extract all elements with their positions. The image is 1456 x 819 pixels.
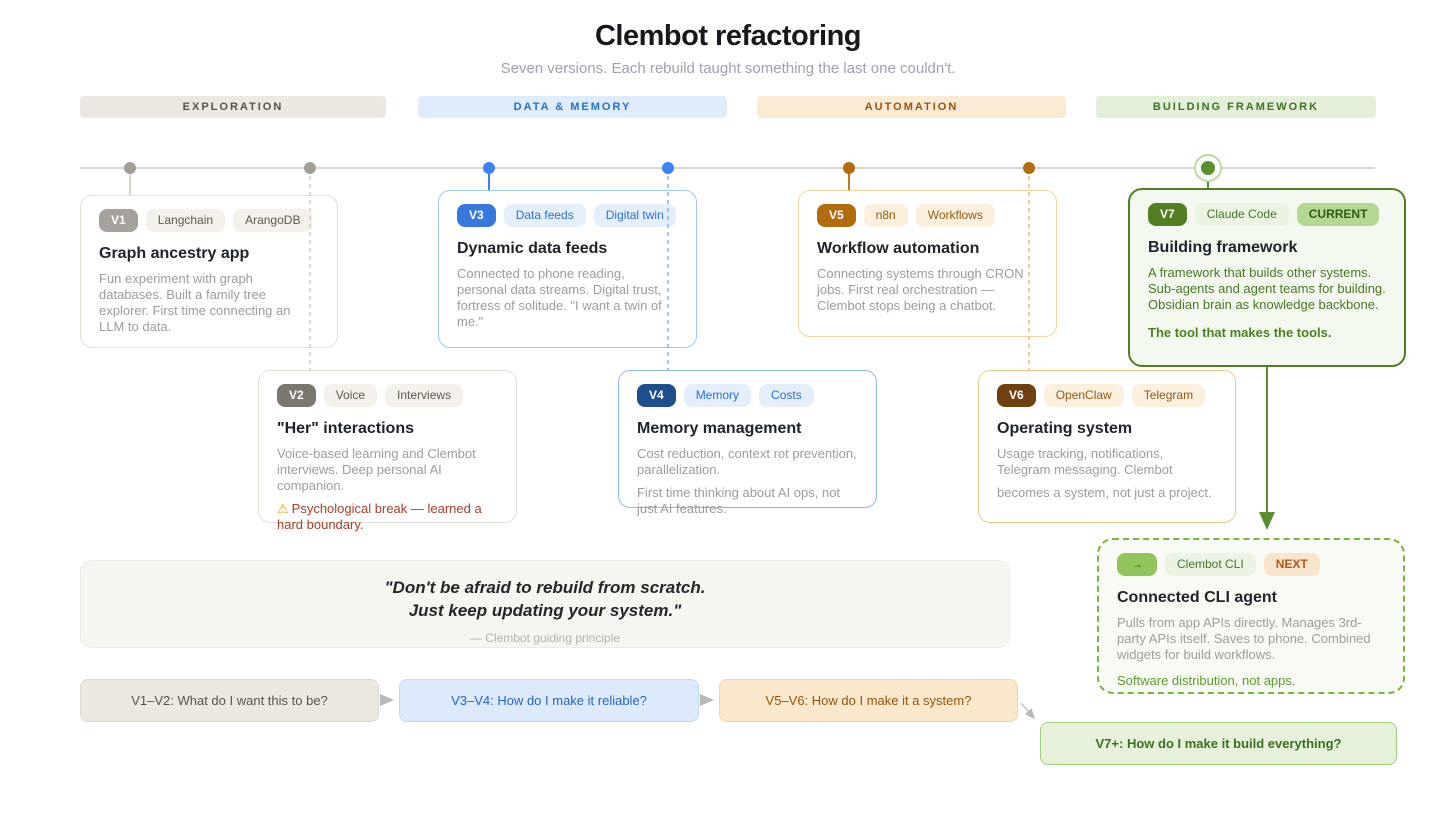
timeline-dot-v7: [1201, 161, 1215, 175]
status-badge-next: NEXT: [1263, 553, 1320, 576]
phase-exploration: EXPLORATION: [80, 96, 386, 118]
card-cli-tag-row: → Clembot CLI NEXT: [1117, 553, 1385, 576]
tag-memory: Memory: [683, 384, 752, 407]
timeline-dot-v3: [483, 162, 495, 174]
version-badge-v2: V2: [277, 384, 316, 407]
warning-icon: ⚠: [277, 501, 289, 516]
tag-workflows: Workflows: [915, 204, 995, 227]
question-box-v7-plus: V7+: How do I make it build everything?: [1040, 722, 1397, 765]
card-v5-tag-row: V5 n8n Workflows: [817, 204, 1038, 227]
card-v4-title: Memory management: [637, 420, 802, 437]
card-v6-body: Usage tracking, notifications, Telegram …: [997, 446, 1173, 477]
card-v4-body: Cost reduction, context rot prevention, …: [637, 446, 857, 477]
question-box-v5-v6: V5–V6: How do I make it a system?: [719, 679, 1018, 722]
card-v6-title: Operating system: [997, 420, 1133, 437]
version-badge-v3: V3: [457, 204, 496, 227]
card-v6-body2: becomes a system, not just a project.: [997, 485, 1212, 500]
card-v3-title: Dynamic data feeds: [457, 240, 608, 257]
question-box-v3-v4: V3–V4: How do I make it reliable?: [399, 679, 699, 722]
card-v3-body: Connected to phone reading, personal dat…: [457, 266, 662, 329]
card-cli-body: Pulls from app APIs directly. Manages 3r…: [1117, 615, 1371, 662]
card-v7-body: A framework that builds other systems. S…: [1148, 265, 1386, 312]
version-badge-v1: V1: [99, 209, 138, 232]
card-v2-warning: ⚠Psychological break — learned a hard bo…: [277, 501, 498, 533]
tag-openclaw: OpenClaw: [1043, 384, 1124, 407]
page-title: Clembot refactoring: [594, 20, 862, 52]
card-v2-title: "Her" interactions: [277, 420, 414, 437]
phase-building-framework: BUILDING FRAMEWORK: [1096, 96, 1376, 118]
phase-data-memory: DATA & MEMORY: [418, 96, 727, 118]
card-v6: V6 OpenClaw Telegram Operating system Us…: [978, 370, 1236, 523]
version-badge-v4: V4: [637, 384, 676, 407]
tag-data-feeds: Data feeds: [503, 204, 586, 227]
question-box-v1-v2: V1–V2: What do I want this to be?: [80, 679, 379, 722]
timeline-dot-v1: [124, 162, 136, 174]
tag-n8n: n8n: [863, 204, 908, 227]
timeline-dot-v6: [1023, 162, 1035, 174]
card-cli-title: Connected CLI agent: [1117, 589, 1278, 606]
card-v4: V4 Memory Costs Memory management Cost r…: [618, 370, 877, 516]
card-cli: → Clembot CLI NEXT Connected CLI agent P…: [1097, 538, 1405, 694]
tag-costs: Costs: [759, 384, 814, 407]
card-v2: V2 Voice Interviews "Her" interactions V…: [258, 370, 517, 532]
card-v5-body: Connecting systems through CRON jobs. Fi…: [817, 266, 1024, 313]
tag-telegram: Telegram: [1131, 384, 1206, 407]
card-v7-tag-row: V7 Claude Code CURRENT: [1148, 203, 1386, 226]
card-v2-tag-row: V2 Voice Interviews: [277, 384, 498, 407]
card-v7-title: Building framework: [1148, 239, 1298, 256]
tag-arangodb: ArangoDB: [233, 209, 313, 232]
arrow-q3-to-q4: [1020, 702, 1035, 720]
card-v3-tag-row: V3 Data feeds Digital twin: [457, 204, 678, 227]
quote-line-1: "Don't be afraid to rebuild from scratch…: [384, 578, 706, 597]
timeline-dot-v7-ring: [1194, 154, 1222, 182]
card-v1: V1 Langchain ArangoDB Graph ancestry app…: [80, 195, 338, 348]
card-v7-highlight: The tool that makes the tools.: [1148, 325, 1332, 340]
version-badge-v7: V7: [1148, 203, 1187, 226]
card-v4-tag-row: V4 Memory Costs: [637, 384, 858, 407]
card-v3: V3 Data feeds Digital twin Dynamic data …: [438, 190, 697, 348]
tag-langchain: Langchain: [145, 209, 226, 232]
card-v1-tag-row: V1 Langchain ArangoDB: [99, 209, 319, 232]
card-v1-title: Graph ancestry app: [99, 245, 250, 262]
timeline-dot-v2: [304, 162, 316, 174]
version-badge-v5: V5: [817, 204, 856, 227]
tag-digital-twin: Digital twin: [593, 204, 676, 227]
timeline-dot-v5: [843, 162, 855, 174]
quote-line-2: Just keep updating your system.": [408, 601, 682, 620]
card-v1-body: Fun experiment with graph databases. Bui…: [99, 271, 291, 334]
card-v2-body: Voice-based learning and Clembot intervi…: [277, 446, 476, 493]
arrow-right-icon: →: [1117, 553, 1157, 576]
quote-box: "Don't be afraid to rebuild from scratch…: [80, 560, 1010, 648]
phase-automation: AUTOMATION: [757, 96, 1066, 118]
card-v5-title: Workflow automation: [817, 240, 980, 257]
card-v6-tag-row: V6 OpenClaw Telegram: [997, 384, 1217, 407]
page-subtitle: Seven versions. Each rebuild taught some…: [500, 60, 956, 77]
card-v7: V7 Claude Code CURRENT Building framewor…: [1128, 188, 1406, 367]
status-badge-current: CURRENT: [1296, 203, 1380, 226]
tag-voice: Voice: [323, 384, 378, 407]
card-v5: V5 n8n Workflows Workflow automation Con…: [798, 190, 1057, 337]
tag-clembot-cli: Clembot CLI: [1165, 553, 1256, 576]
version-badge-v6: V6: [997, 384, 1036, 407]
card-v2-warning-text: Psychological break — learned a hard bou…: [277, 501, 482, 532]
card-cli-highlight: Software distribution, not apps.: [1117, 673, 1296, 688]
quote-attribution: — Clembot guiding principle: [469, 631, 621, 645]
tag-claude-code: Claude Code: [1194, 203, 1289, 226]
timeline-dot-v4: [662, 162, 674, 174]
card-v4-body2: First time thinking about AI ops, not ju…: [637, 485, 841, 516]
tag-interviews: Interviews: [385, 384, 464, 407]
